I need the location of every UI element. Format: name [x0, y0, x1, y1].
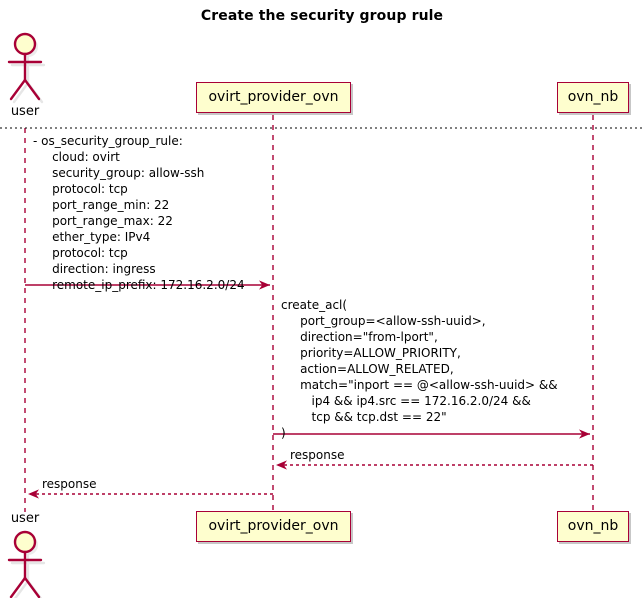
message-label-3: response: [290, 448, 345, 462]
message-label-1: - os_security_group_rule: cloud: ovirt s…: [33, 134, 245, 292]
participant-label-ovn-nb-bottom: ovn_nb: [567, 518, 619, 534]
participant-label-ovirt-provider-ovn-bottom: ovirt_provider_ovn: [208, 518, 339, 534]
message-label-4: response: [42, 477, 97, 491]
actor-label-user-bottom: user: [10, 511, 40, 526]
participant-label-ovirt-provider-ovn: ovirt_provider_ovn: [208, 89, 339, 105]
actor-label-user-top: user: [10, 104, 40, 119]
participant-box-ovirt-provider-ovn-bottom[interactable]: ovirt_provider_ovn: [196, 511, 351, 542]
participant-box-ovirt-provider-ovn-top[interactable]: ovirt_provider_ovn: [196, 82, 351, 113]
message-label-2: create_acl( port_group=<allow-ssh-uuid>,…: [281, 298, 558, 440]
participant-box-ovn-nb-top[interactable]: ovn_nb: [557, 82, 629, 113]
actor-user-bottom: [7, 530, 46, 598]
participant-box-ovn-nb-bottom[interactable]: ovn_nb: [557, 511, 629, 542]
diagram-title: Create the security group rule: [200, 8, 444, 24]
participant-label-ovn-nb: ovn_nb: [567, 89, 619, 105]
actor-user-top: [7, 32, 46, 104]
